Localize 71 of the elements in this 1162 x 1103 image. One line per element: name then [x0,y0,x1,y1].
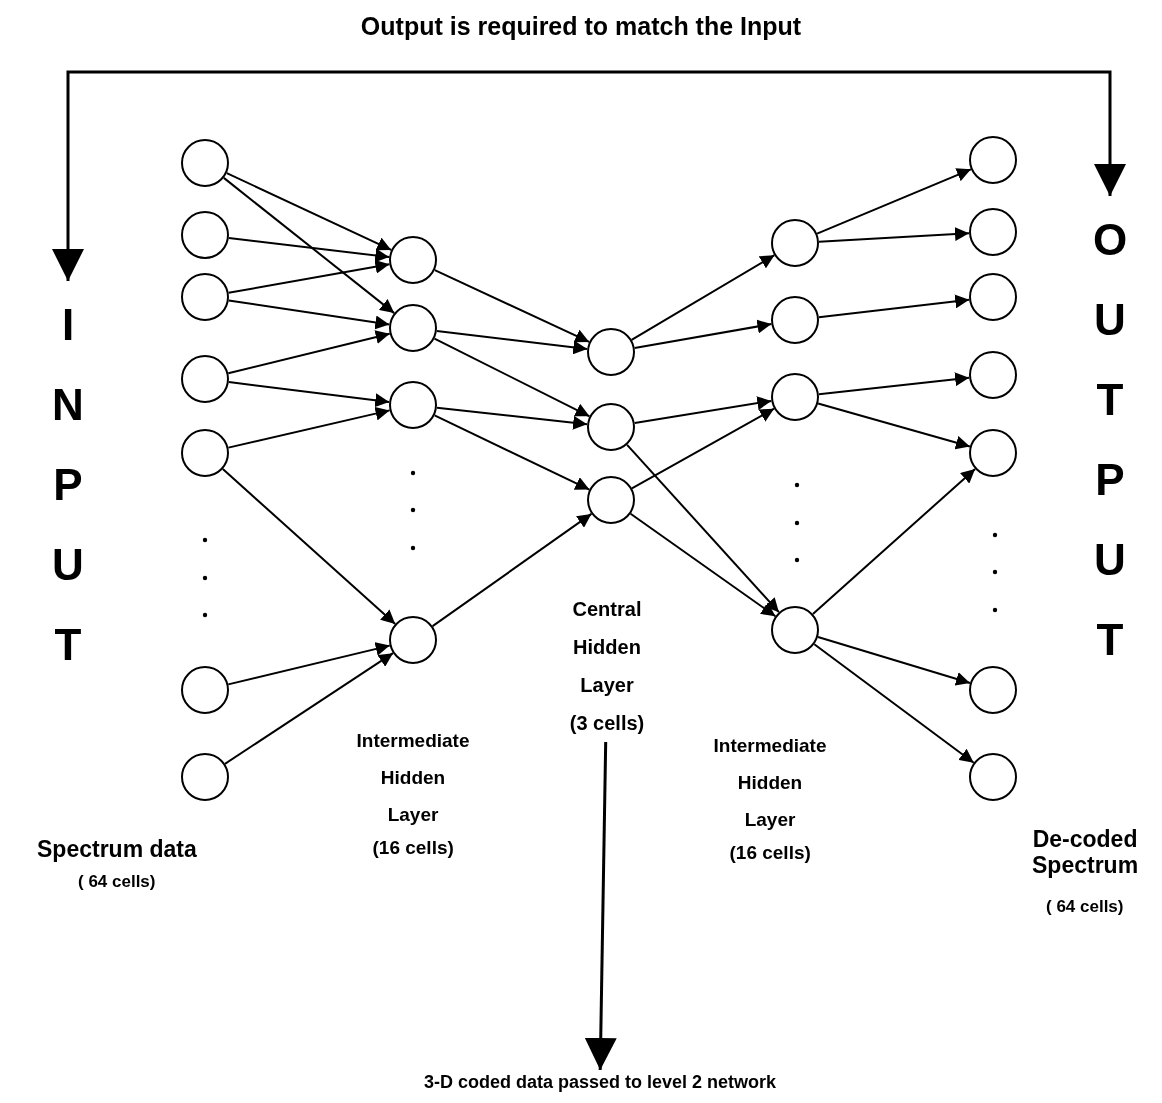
arrow [222,176,396,315]
neuron-circle [389,616,437,664]
neuron-circle [389,236,437,284]
vertical-label: I N P U T [48,285,88,685]
layer-label: Intermediate Hidden Layer [713,734,827,832]
arrow [818,227,970,243]
neuron-circle [181,211,229,259]
neuron-circle [181,355,229,403]
arrow [227,330,391,375]
neuron-circle [587,328,635,376]
arrow [817,372,971,396]
layer-label: Spectrum data [37,835,197,864]
neuron-circle [587,476,635,524]
arrow [817,636,971,686]
arrow [633,319,773,349]
vertical-label: O U T P U T [1090,200,1130,680]
neuron-circle [389,304,437,352]
arrow [227,406,391,449]
arrow [584,741,617,1071]
arrow [630,254,776,341]
arrow [433,337,591,418]
layer-label: Central Hidden Layer (3 cells) [547,590,667,742]
layer-label: De-coded Spectrum [1032,826,1139,878]
arrow [227,299,391,330]
arrow [227,236,391,263]
arrow [811,468,977,615]
arrow [816,168,972,235]
neuron-circle [969,136,1017,184]
arrow [433,269,591,343]
arrow [435,329,589,355]
layer-label: (16 cells) [372,836,454,860]
layer-label: ( 64 cells) [1046,896,1124,918]
layer-label: (16 cells) [729,841,811,865]
neuron-circle [969,753,1017,801]
arrow [630,407,776,490]
arrow [221,468,397,625]
neuron-circle [181,753,229,801]
neuron-circle [181,666,229,714]
neuron-circle [771,373,819,421]
arrow [629,512,777,618]
title: Output is required to match the Input [359,12,803,41]
neuron-circle [587,403,635,451]
arrow [225,172,393,251]
arrow [435,406,589,430]
neuron-circle [969,273,1017,321]
arrow [433,414,591,491]
neuron-circle [771,219,819,267]
arrow [817,402,971,450]
neuron-circle [389,381,437,429]
neuron-circle [181,139,229,187]
arrow [52,70,1126,281]
arrow [431,512,593,628]
arrow [224,652,394,765]
neuron-circle [969,351,1017,399]
neuron-circle [969,429,1017,477]
neuron-circle [181,273,229,321]
caption-text: 3-D coded data passed to level 2 network [350,1070,850,1094]
neuron-circle [969,208,1017,256]
arrow [633,396,773,425]
neuron-circle [771,296,819,344]
arrow [227,642,391,686]
arrow [227,381,391,408]
arrow [817,294,971,319]
arrow [813,643,975,764]
layer-label: ( 64 cells) [78,871,156,893]
neuron-circle [181,429,229,477]
neuron-circle [771,606,819,654]
arrow [227,259,391,294]
layer-label: Intermediate Hidden Layer [356,729,470,827]
arrow [626,443,780,614]
neuron-circle [969,666,1017,714]
